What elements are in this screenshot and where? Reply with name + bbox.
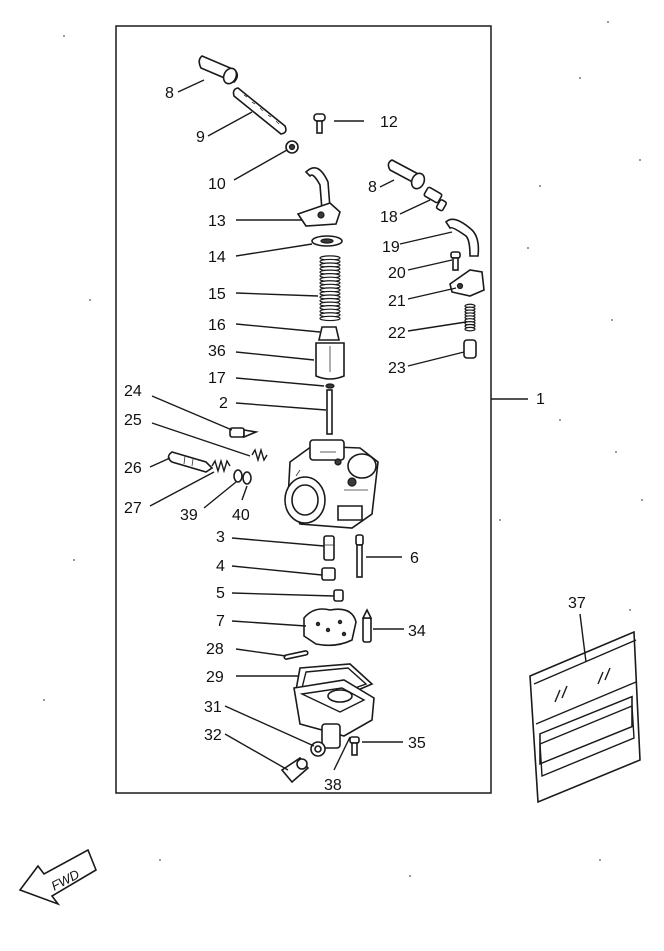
callout-c40: 40 bbox=[232, 507, 250, 524]
callout-c8a: 8 bbox=[165, 85, 174, 102]
callout-c3: 3 bbox=[216, 529, 225, 546]
float-pin-28 bbox=[283, 650, 309, 660]
throttle-stop-screw-26 bbox=[167, 451, 214, 473]
callout-c2: 2 bbox=[219, 395, 228, 412]
callout-c17: 17 bbox=[208, 370, 226, 387]
callout-c37: 37 bbox=[568, 595, 586, 612]
washer-39 bbox=[233, 469, 243, 483]
cable-adjuster-13 bbox=[296, 166, 341, 227]
manual-bag-37 bbox=[529, 630, 641, 804]
print-specks bbox=[43, 21, 643, 877]
callout-c18: 18 bbox=[380, 209, 398, 226]
callout-labels: 1234567889101213141516171819202122232425… bbox=[124, 85, 586, 794]
throttle-valve-36 bbox=[315, 342, 345, 380]
callout-c10: 10 bbox=[208, 176, 226, 193]
callout-c13: 13 bbox=[208, 213, 226, 230]
callout-c8b: 8 bbox=[368, 179, 377, 196]
o-ring-40 bbox=[242, 471, 252, 485]
carburetor-body bbox=[284, 439, 379, 529]
gasket-14 bbox=[311, 235, 343, 247]
callout-c14: 14 bbox=[208, 249, 226, 266]
needle-valve-34 bbox=[361, 608, 373, 643]
jet-5 bbox=[333, 589, 344, 602]
callout-c21: 21 bbox=[388, 293, 406, 310]
callout-c12: 12 bbox=[380, 114, 398, 131]
drain-plug-32 bbox=[280, 756, 310, 784]
needle-jet-3 bbox=[323, 535, 335, 561]
callout-c32: 32 bbox=[204, 727, 222, 744]
callout-c16: 16 bbox=[208, 317, 226, 334]
cable-guide-19 bbox=[444, 218, 480, 257]
screw-12 bbox=[313, 113, 326, 134]
pilot-screw-24 bbox=[229, 427, 259, 439]
throttle-spring-15 bbox=[319, 255, 341, 322]
washer-31 bbox=[310, 741, 326, 757]
fuel-hose bbox=[232, 87, 287, 135]
callout-c23: 23 bbox=[388, 360, 406, 377]
spring-27 bbox=[211, 458, 231, 474]
leader-lines bbox=[149, 79, 587, 771]
grip-cap-right bbox=[387, 159, 426, 190]
callout-c38: 38 bbox=[324, 777, 342, 794]
screw-20 bbox=[450, 251, 461, 271]
nut-10 bbox=[285, 140, 299, 154]
spring-25 bbox=[251, 447, 268, 463]
callout-c26: 26 bbox=[124, 460, 142, 477]
clip-17 bbox=[325, 383, 335, 389]
callout-c25: 25 bbox=[124, 412, 142, 429]
callout-c15: 15 bbox=[208, 286, 226, 303]
callout-c34: 34 bbox=[408, 623, 426, 640]
callout-c29: 29 bbox=[206, 669, 224, 686]
pilot-jet-6 bbox=[355, 534, 364, 578]
plunger-23 bbox=[463, 339, 477, 359]
main-jet-4 bbox=[321, 567, 336, 581]
adjuster-18 bbox=[423, 186, 448, 212]
spring-seat-16 bbox=[317, 326, 341, 341]
callout-c27: 27 bbox=[124, 500, 142, 517]
jet-needle-2 bbox=[326, 389, 333, 435]
callout-c6: 6 bbox=[410, 550, 419, 567]
float-chamber bbox=[293, 679, 375, 749]
callout-c9: 9 bbox=[196, 129, 205, 146]
float-7 bbox=[303, 608, 357, 647]
callout-c7: 7 bbox=[216, 613, 225, 630]
callout-c22: 22 bbox=[388, 325, 406, 342]
callout-c39: 39 bbox=[180, 507, 198, 524]
spring-22 bbox=[464, 303, 476, 332]
callout-c4: 4 bbox=[216, 558, 225, 575]
callout-c28: 28 bbox=[206, 641, 224, 658]
assembly-frame bbox=[115, 25, 492, 794]
callout-c20: 20 bbox=[388, 265, 406, 282]
callout-c36: 36 bbox=[208, 343, 226, 360]
cap-21 bbox=[449, 269, 485, 297]
callout-c19: 19 bbox=[382, 239, 400, 256]
callout-c1: 1 bbox=[536, 391, 545, 408]
callout-c35: 35 bbox=[408, 735, 426, 752]
callout-c24: 24 bbox=[124, 383, 142, 400]
callout-c5: 5 bbox=[216, 585, 225, 602]
screw-35 bbox=[349, 736, 360, 756]
grip-cap-left bbox=[198, 55, 239, 85]
callout-c31: 31 bbox=[204, 699, 222, 716]
fwd-arrow: FWD bbox=[18, 848, 97, 906]
